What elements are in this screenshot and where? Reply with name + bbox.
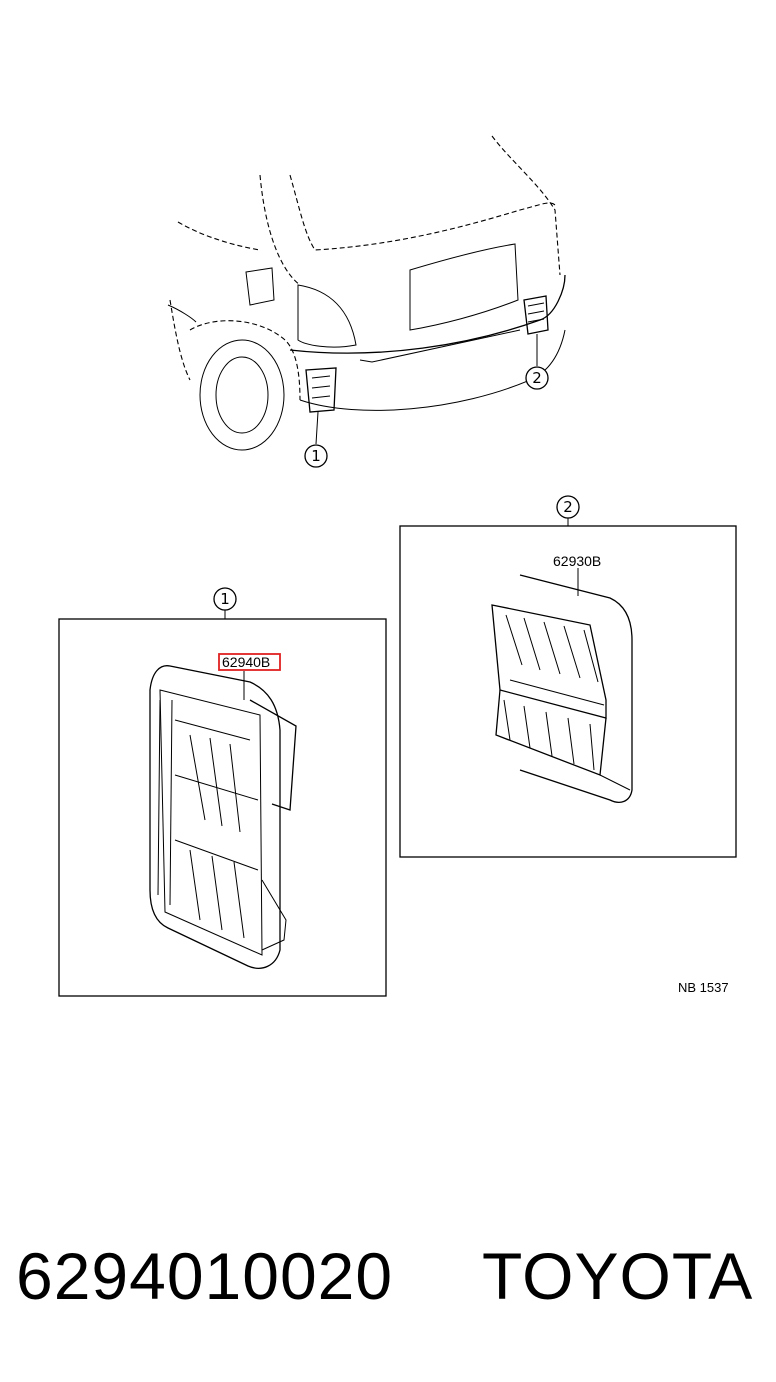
highlight-box-62940b	[218, 653, 281, 671]
footer-caption: 6294010020 TOYOTA	[0, 1236, 776, 1316]
brand-name: TOYOTA	[482, 1239, 754, 1313]
part-number: 6294010020	[16, 1239, 394, 1313]
vent-part-62930b-illustration	[491, 574, 633, 803]
svg-text:1: 1	[311, 447, 321, 465]
callout-2-vehicle: 2	[525, 366, 549, 390]
part-label-62940b: 62940B	[222, 654, 270, 670]
reference-code: NB 1537	[678, 980, 729, 995]
svg-text:2: 2	[532, 369, 542, 387]
callout-1-vehicle: 1	[304, 444, 328, 468]
callout-2-detail: 2	[556, 495, 580, 519]
vehicle-rear-illustration	[167, 135, 566, 451]
part-label-62930b: 62930B	[553, 553, 601, 569]
detail-box-2	[399, 518, 737, 858]
vent-part-62940b-illustration	[149, 665, 297, 969]
svg-text:2: 2	[563, 498, 573, 516]
callout-1-detail: 1	[213, 587, 237, 611]
svg-text:1: 1	[220, 590, 230, 608]
detail-box-1	[58, 610, 387, 997]
